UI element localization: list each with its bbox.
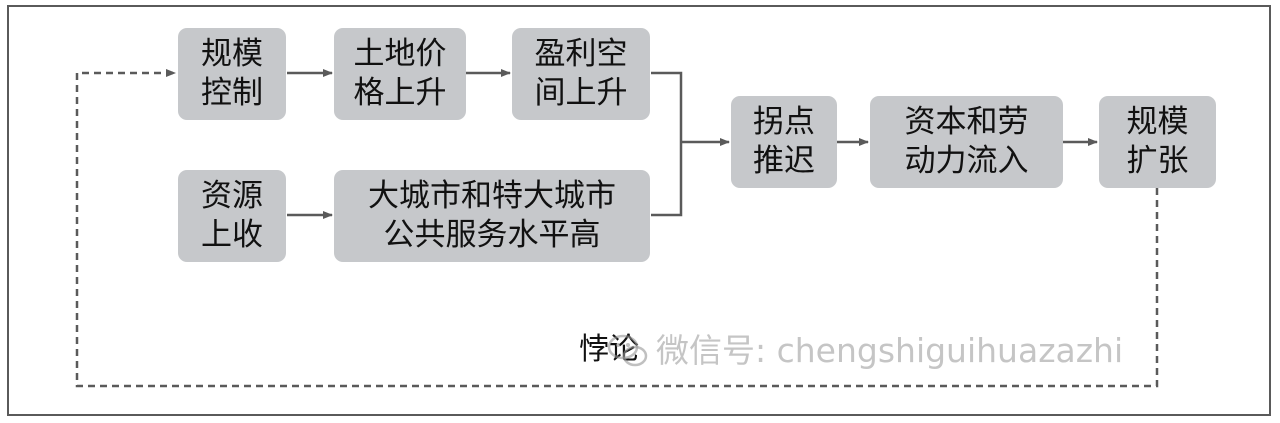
edge-merge-to-turning-point: [651, 71, 683, 217]
watermark-text: 微信号: chengshiguihuazazhi: [656, 331, 1124, 370]
node-public-service: 大城市和特大城市 公共服务水平高: [334, 170, 650, 262]
node-scale-control: 规模 控制: [178, 28, 286, 120]
node-profit-space-rise: 盈利空 间上升: [512, 28, 650, 120]
node-scale-expansion: 规模 扩张: [1099, 96, 1216, 188]
watermark: 微信号: chengshiguihuazazhi: [606, 331, 1123, 371]
node-capital-labor-inflow: 资本和劳 动力流入: [870, 96, 1063, 188]
edge-feedback-loop: [75, 69, 1159, 388]
node-turning-point-delay: 拐点 推迟: [731, 96, 837, 188]
wechat-icon: [607, 334, 648, 367]
node-resource-collection: 资源 上收: [178, 170, 286, 262]
node-land-price-rise: 土地价 格上升: [334, 28, 466, 120]
diagram-frame: [7, 5, 1271, 416]
